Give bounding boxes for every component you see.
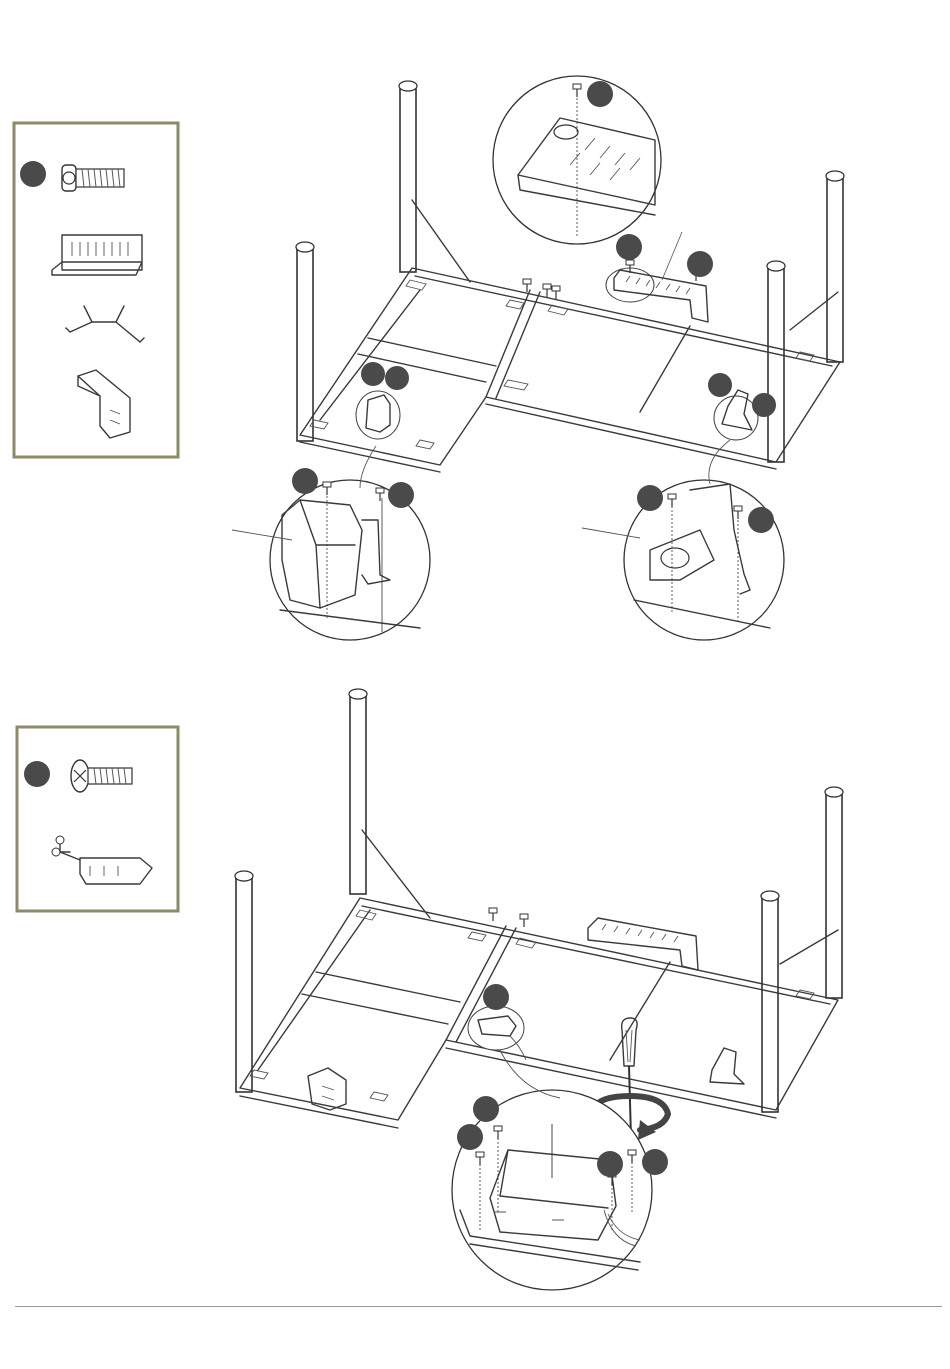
clip-detail	[582, 440, 784, 640]
footer-rule	[15, 1306, 942, 1307]
control-box-detail	[452, 1050, 668, 1290]
hex-bolt-icon	[62, 165, 124, 191]
bracket-detail	[493, 76, 661, 244]
parts-box-step1	[14, 123, 178, 457]
frame-step2	[235, 689, 843, 1140]
parts-box-step2	[17, 727, 178, 911]
callout-marker	[24, 761, 50, 787]
holder-detail	[232, 446, 430, 640]
callout-marker	[20, 161, 46, 187]
